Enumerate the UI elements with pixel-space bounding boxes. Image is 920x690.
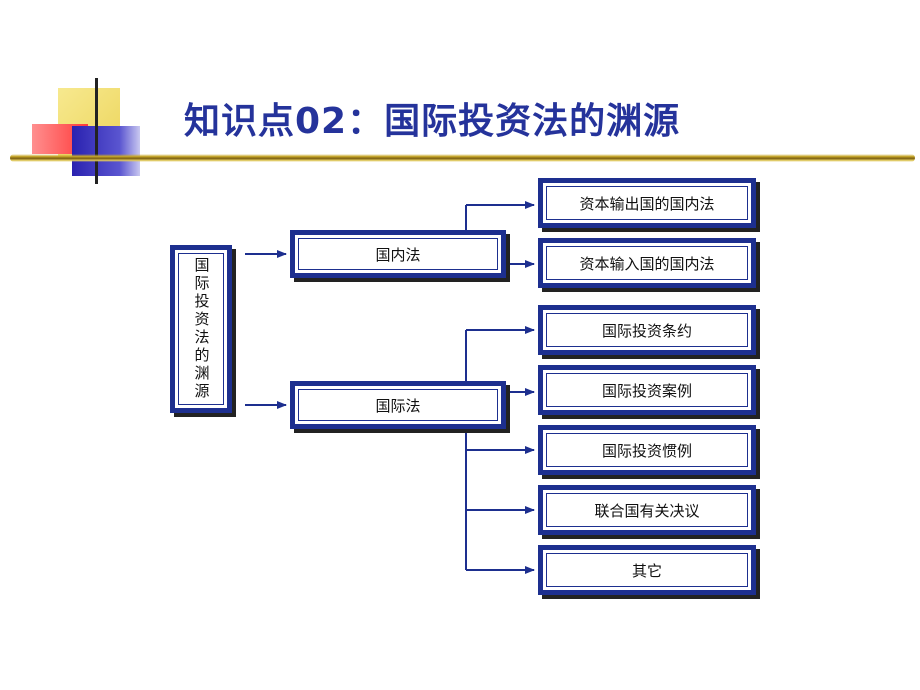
slide-title: 知识点02：国际投资法的渊源 <box>184 101 681 142</box>
root-node: 国际投资法的渊源 <box>170 245 232 413</box>
leaf-node-label: 联合国有关决议 <box>594 501 700 520</box>
root-node-label: 国际投资法的渊源 <box>192 257 211 401</box>
leaf-node-un-resolutions: 联合国有关决议 <box>538 485 756 535</box>
leaf-node-label: 资本输入国的国内法 <box>579 254 715 273</box>
logo-blue-square <box>72 126 140 176</box>
leaf-node-label: 国际投资案例 <box>601 381 692 400</box>
leaf-node-export-law: 资本输出国的国内法 <box>538 178 756 228</box>
title-underline <box>10 154 915 162</box>
leaf-node-import-law: 资本输入国的国内法 <box>538 238 756 288</box>
branch-node-international-law: 国际法 <box>290 381 506 429</box>
branch-node-label: 国际法 <box>375 396 421 415</box>
leaf-node-customs: 国际投资惯例 <box>538 425 756 475</box>
leaf-node-cases: 国际投资案例 <box>538 365 756 415</box>
leaf-node-label: 其它 <box>631 561 662 580</box>
leaf-node-label: 国际投资惯例 <box>601 441 692 460</box>
leaf-node-treaties: 国际投资条约 <box>538 305 756 355</box>
leaf-node-label: 资本输出国的国内法 <box>579 194 715 213</box>
logo-vertical-line <box>95 78 98 184</box>
branch-node-domestic-law: 国内法 <box>290 230 506 278</box>
branch-node-label: 国内法 <box>375 245 421 264</box>
leaf-node-others: 其它 <box>538 545 756 595</box>
leaf-node-label: 国际投资条约 <box>601 321 692 340</box>
